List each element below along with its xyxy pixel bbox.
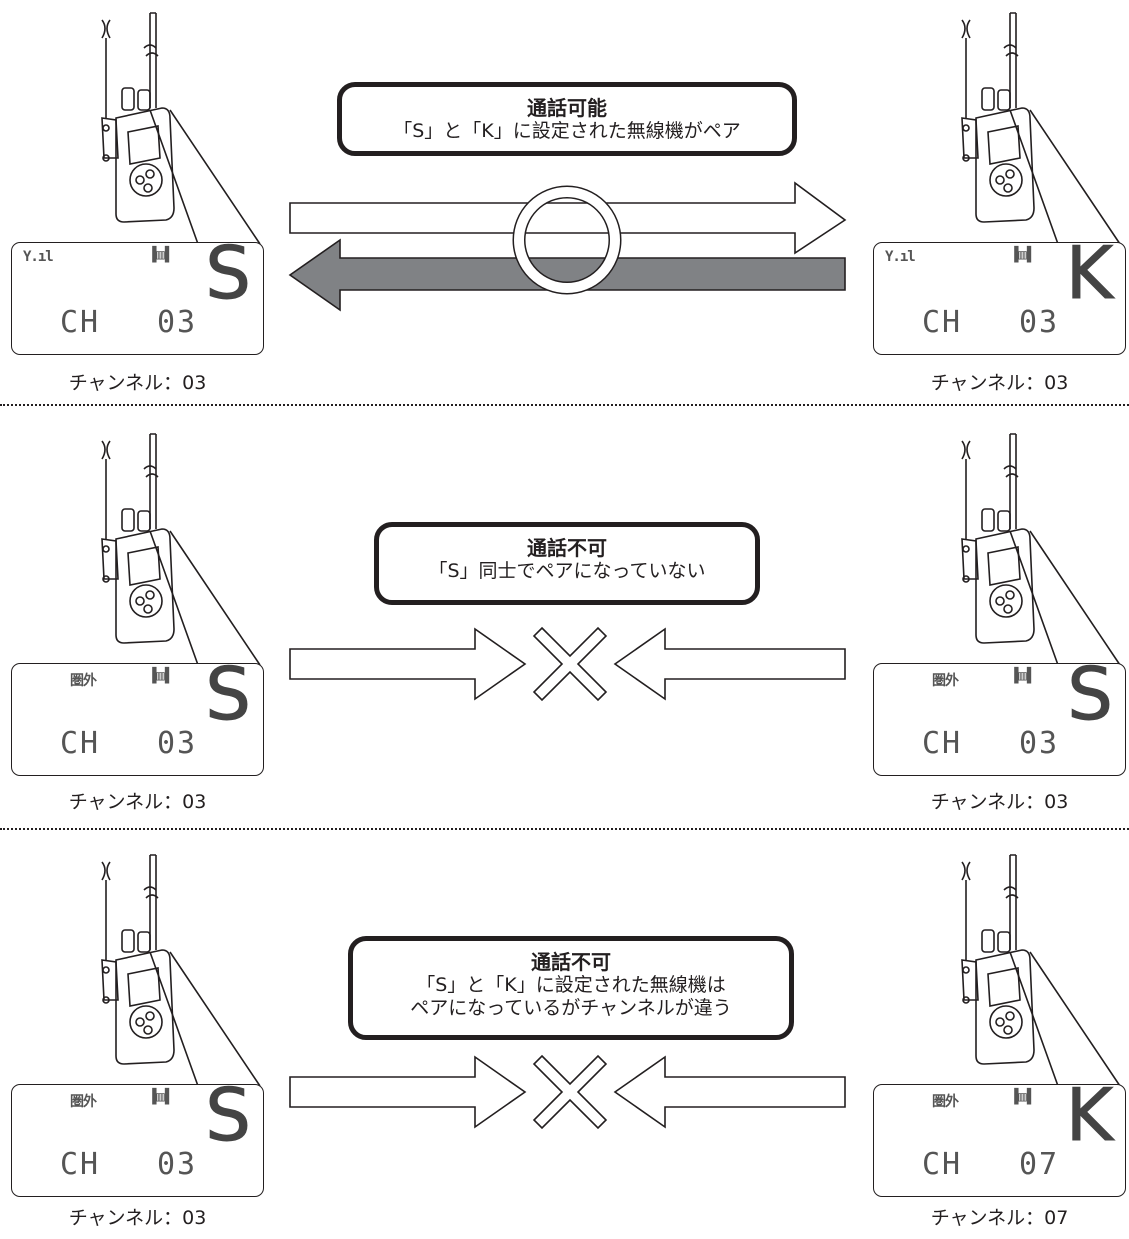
pair-letter: K [1065, 1073, 1113, 1157]
panel-channel-mismatch: 圏外 ▐▥▌ S CH 03 チャンネル：03 圏外 ▐▥▌ K CH 07 [0, 830, 1129, 1239]
pointer-line [149, 530, 261, 666]
channel-value: 03 [157, 1147, 198, 1182]
pointer-line [149, 951, 261, 1087]
arrow-left [288, 238, 846, 312]
channel-value: 07 [1019, 1147, 1060, 1182]
signal-indicator: 圏外 [70, 1094, 97, 1110]
callout-line: 「S」同士でペアになっていない [428, 560, 706, 582]
battery-icon: ▐▥▌ [148, 247, 174, 263]
battery-icon: ▐▥▌ [148, 1089, 174, 1105]
arrow-left [613, 627, 846, 701]
channel-caption-left: チャンネル：03 [68, 372, 207, 394]
signal-indicator: Y.ıl [885, 249, 916, 265]
channel-caption-left: チャンネル：03 [68, 1207, 207, 1229]
battery-icon: ▐▥▌ [148, 668, 174, 684]
arrow-right [289, 181, 847, 255]
callout-title: 通話可能 [527, 96, 607, 120]
signal-indicator: 圏外 [70, 673, 97, 689]
channel-label: CH [60, 1147, 101, 1182]
channel-value: 03 [157, 726, 198, 761]
callout-line: ペアになっているがチャンネルが違う [410, 997, 732, 1019]
handheld-radio-icon [101, 854, 175, 1065]
panel-paired-ok: Y.ıl ▐▥▌ S CH 03 チャンネル：03 Y.ıl ▐▥▌ K CH … [0, 0, 1129, 409]
lcd-display-right: 圏外 ▐▥▌ K CH 07 [873, 1079, 1126, 1197]
divider [0, 404, 1129, 406]
channel-label: CH [922, 726, 963, 761]
signal-indicator: 圏外 [932, 1094, 959, 1110]
channel-label: CH [922, 305, 963, 340]
channel-caption-left: チャンネル：03 [68, 791, 207, 813]
battery-icon: ▐▥▌ [1010, 1089, 1036, 1105]
status-callout: 通話可能 「S」と「K」に設定された無線機がペア [337, 82, 797, 156]
battery-icon: ▐▥▌ [1010, 247, 1036, 263]
handheld-radio-icon [101, 12, 175, 223]
divider [0, 828, 1129, 830]
handheld-radio-icon [101, 433, 175, 644]
pair-letter: K [1065, 231, 1113, 315]
callout-line: 「S」と「K」に設定された無線機は [416, 974, 726, 996]
arrow-left [613, 1055, 846, 1129]
channel-value: 03 [157, 305, 198, 340]
panel-not-paired: 圏外 ▐▥▌ S CH 03 チャンネル：03 圏外 ▐▥▌ S CH 03 [0, 409, 1129, 818]
channel-label: CH [922, 1147, 963, 1182]
battery-icon: ▐▥▌ [1010, 668, 1036, 684]
circle-ok-icon [512, 185, 622, 295]
channel-label: CH [60, 726, 101, 761]
handheld-radio-icon [961, 433, 1035, 644]
pair-letter: S [1067, 652, 1114, 736]
handheld-radio-icon [961, 12, 1035, 223]
lcd-display-left: Y.ıl ▐▥▌ S CH 03 [11, 237, 264, 355]
lcd-display-right: Y.ıl ▐▥▌ K CH 03 [873, 237, 1126, 355]
callout-title: 通話不可 [527, 536, 607, 560]
arrow-right [289, 1055, 527, 1129]
channel-value: 03 [1019, 726, 1060, 761]
arrow-right [289, 627, 527, 701]
channel-label: CH [60, 305, 101, 340]
lcd-display-left: 圏外 ▐▥▌ S CH 03 [11, 658, 264, 776]
pointer-line [149, 109, 261, 245]
cross-ng-icon [532, 626, 608, 702]
lcd-display-left: 圏外 ▐▥▌ S CH 03 [11, 1079, 264, 1197]
callout-line: 「S」と「K」に設定された無線機がペア [393, 120, 741, 142]
pair-letter: S [205, 231, 252, 315]
pointer-line [1009, 530, 1121, 666]
pair-letter: S [205, 652, 252, 736]
callout-title: 通話不可 [531, 950, 611, 974]
channel-value: 03 [1019, 305, 1060, 340]
signal-indicator: Y.ıl [23, 249, 54, 265]
channel-caption-right: チャンネル：03 [930, 372, 1069, 394]
status-callout: 通話不可 「S」と「K」に設定された無線機は ペアになっているがチャンネルが違う [348, 936, 794, 1040]
signal-indicator: 圏外 [932, 673, 959, 689]
channel-caption-right: チャンネル：07 [930, 1207, 1069, 1229]
channel-caption-right: チャンネル：03 [930, 791, 1069, 813]
pointer-line [1009, 951, 1121, 1087]
cross-ng-icon [532, 1054, 608, 1130]
handheld-radio-icon [961, 854, 1035, 1065]
pair-letter: S [205, 1073, 252, 1157]
lcd-display-right: 圏外 ▐▥▌ S CH 03 [873, 658, 1126, 776]
status-callout: 通話不可 「S」同士でペアになっていない [374, 522, 760, 605]
pointer-line [1009, 109, 1121, 245]
